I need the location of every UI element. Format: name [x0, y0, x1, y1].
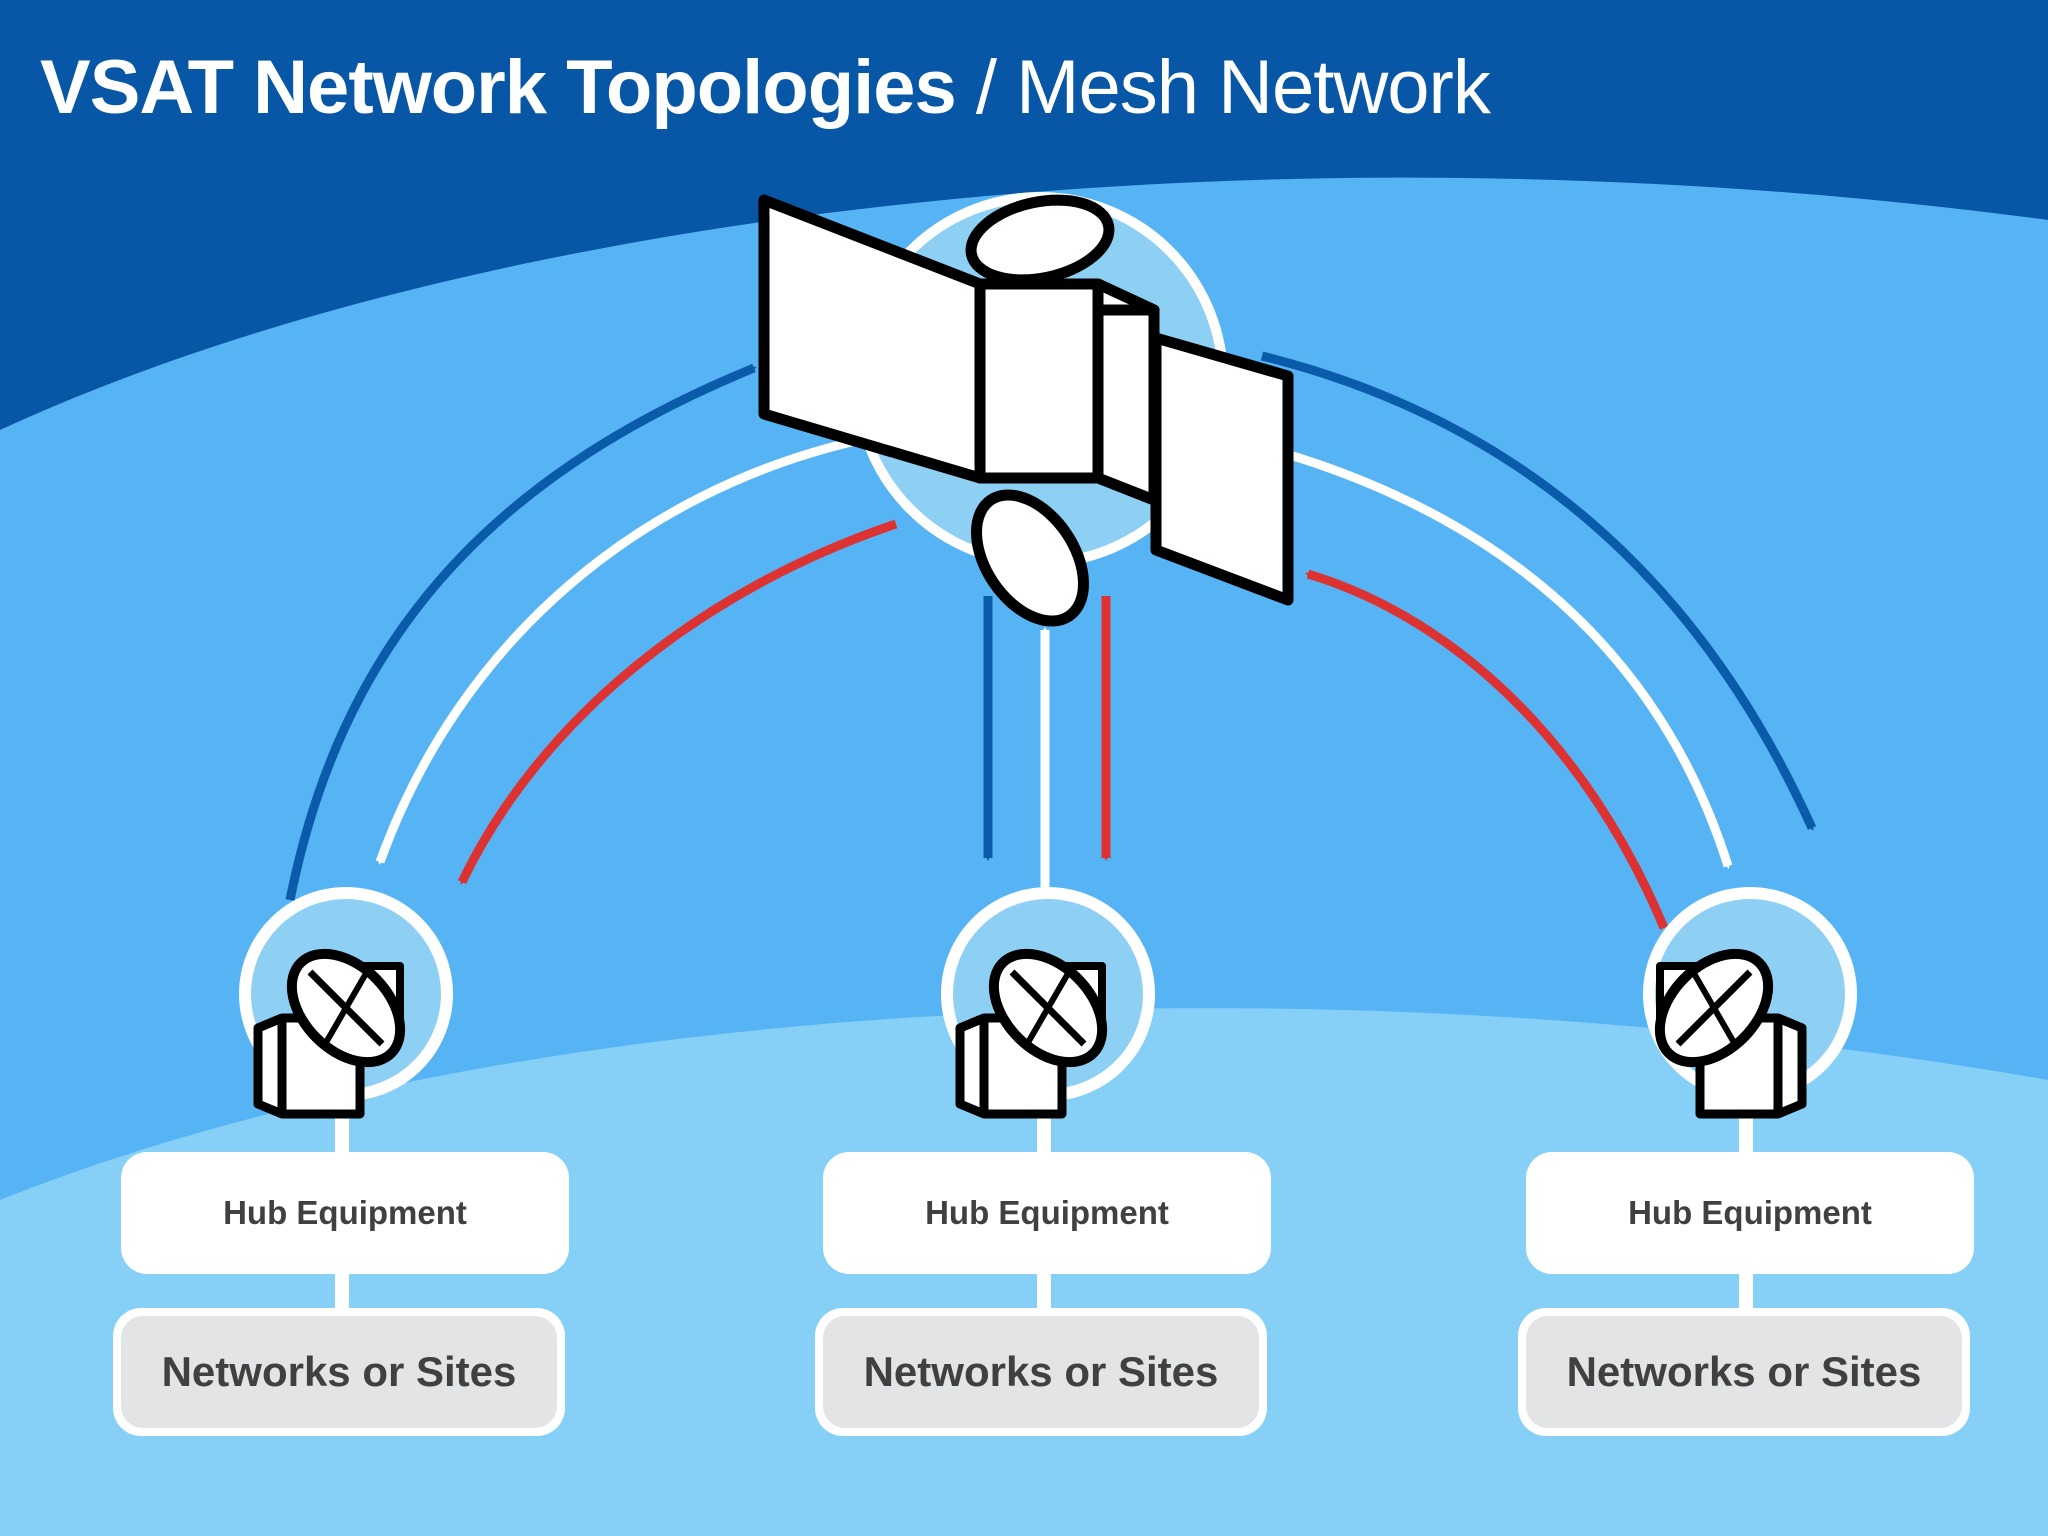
solar-panel-right [1150, 332, 1294, 606]
networks-sites-label: Networks or Sites [1526, 1316, 1962, 1428]
mesh-links [285, 351, 1817, 930]
networks-sites-label: Networks or Sites [823, 1316, 1259, 1428]
ground-station-right [1639, 887, 1857, 1114]
satellite-icon [758, 194, 1294, 627]
hub-equipment-box: Hub Equipment [1526, 1152, 1974, 1274]
uplink-left [285, 363, 757, 901]
antenna-dish-bottom [970, 489, 1090, 627]
networks-sites-box: Networks or Sites [815, 1308, 1267, 1436]
title-separator: / [975, 45, 997, 130]
hub-equipment-box: Hub Equipment [823, 1152, 1271, 1274]
title-main: VSAT Network Topologies [40, 45, 957, 130]
downlink-left-red [457, 519, 898, 885]
networks-sites-box: Networks or Sites [113, 1308, 565, 1436]
antenna-dish-top [965, 194, 1115, 286]
satellite-body-front [974, 278, 1104, 484]
hub-equipment-box: Hub Equipment [121, 1152, 569, 1274]
downlink-right-blue [1260, 351, 1817, 831]
uplink-right-red [1305, 569, 1669, 930]
satellite-body-side [1092, 278, 1160, 506]
title-subtitle: Mesh Network [1016, 45, 1491, 130]
networks-sites-label: Networks or Sites [121, 1316, 557, 1428]
page-title: VSAT Network Topologies / Mesh Network [40, 38, 1491, 138]
downlink-left-white [375, 435, 861, 865]
ground-station-center [941, 887, 1155, 1114]
ground-station-left [239, 887, 453, 1114]
downlink-right-white [1288, 450, 1733, 869]
networks-sites-box: Networks or Sites [1518, 1308, 1970, 1436]
